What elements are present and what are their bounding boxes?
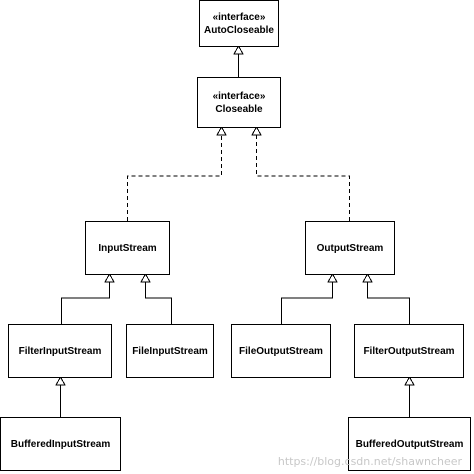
filterinputstream-name: FilterInputStream: [18, 345, 102, 357]
bufferedoutputstream-name: BufferedOutputStream: [355, 438, 464, 450]
edge-filteroutputstream-outputstream: [367, 280, 410, 324]
arrowhead-filteroutputstream: [404, 375, 415, 386]
arrowhead-closeable-right: [251, 125, 262, 136]
closeable-node: «interface» Closeable: [197, 77, 281, 128]
arrowhead-autocloseable: [233, 44, 244, 55]
edge-inputstream-closeable: [127, 133, 222, 221]
watermark-url: https://blog.csdn.net/shawncheer: [277, 455, 462, 468]
bufferedinputstream-name: BufferedInputStream: [10, 438, 111, 450]
outputstream-node: OutputStream: [305, 221, 395, 275]
arrowhead-filterinputstream: [55, 375, 66, 386]
realization-edges: [127, 133, 350, 221]
arrowhead-closeable-left: [216, 125, 227, 136]
edge-outputstream-closeable: [256, 133, 350, 221]
autocloseable-name: AutoCloseable: [203, 24, 274, 36]
arrowhead-outputstream-left: [327, 272, 338, 283]
edge-fileoutputstream-outputstream: [281, 280, 333, 324]
filteroutputstream-node: FilterOutputStream: [354, 324, 464, 378]
bufferedoutputstream-node: BufferedOutputStream: [348, 417, 471, 471]
fileinputstream-node: FileInputStream: [126, 324, 214, 378]
arrowhead-outputstream-right: [362, 272, 373, 283]
fileoutputstream-node: FileOutputStream: [231, 324, 331, 378]
edge-filterinputstream-inputstream: [61, 280, 110, 324]
fileinputstream-name: FileInputStream: [132, 345, 208, 357]
closeable-name: Closeable: [215, 103, 263, 115]
bufferedinputstream-node: BufferedInputStream: [0, 417, 121, 471]
autocloseable-stereotype: «interface»: [212, 11, 266, 23]
arrowhead-inputstream-left: [104, 272, 115, 283]
filterinputstream-node: FilterInputStream: [8, 324, 112, 378]
outputstream-name: OutputStream: [316, 242, 384, 254]
autocloseable-node: «interface» AutoCloseable: [199, 0, 279, 47]
inputstream-node: InputStream: [85, 221, 170, 275]
filteroutputstream-name: FilterOutputStream: [363, 345, 455, 357]
fileoutputstream-name: FileOutputStream: [239, 345, 323, 357]
arrowhead-inputstream-right: [140, 272, 151, 283]
closeable-stereotype: «interface»: [212, 90, 266, 102]
edge-fileinputstream-inputstream: [145, 280, 172, 324]
inputstream-name: InputStream: [98, 242, 157, 254]
